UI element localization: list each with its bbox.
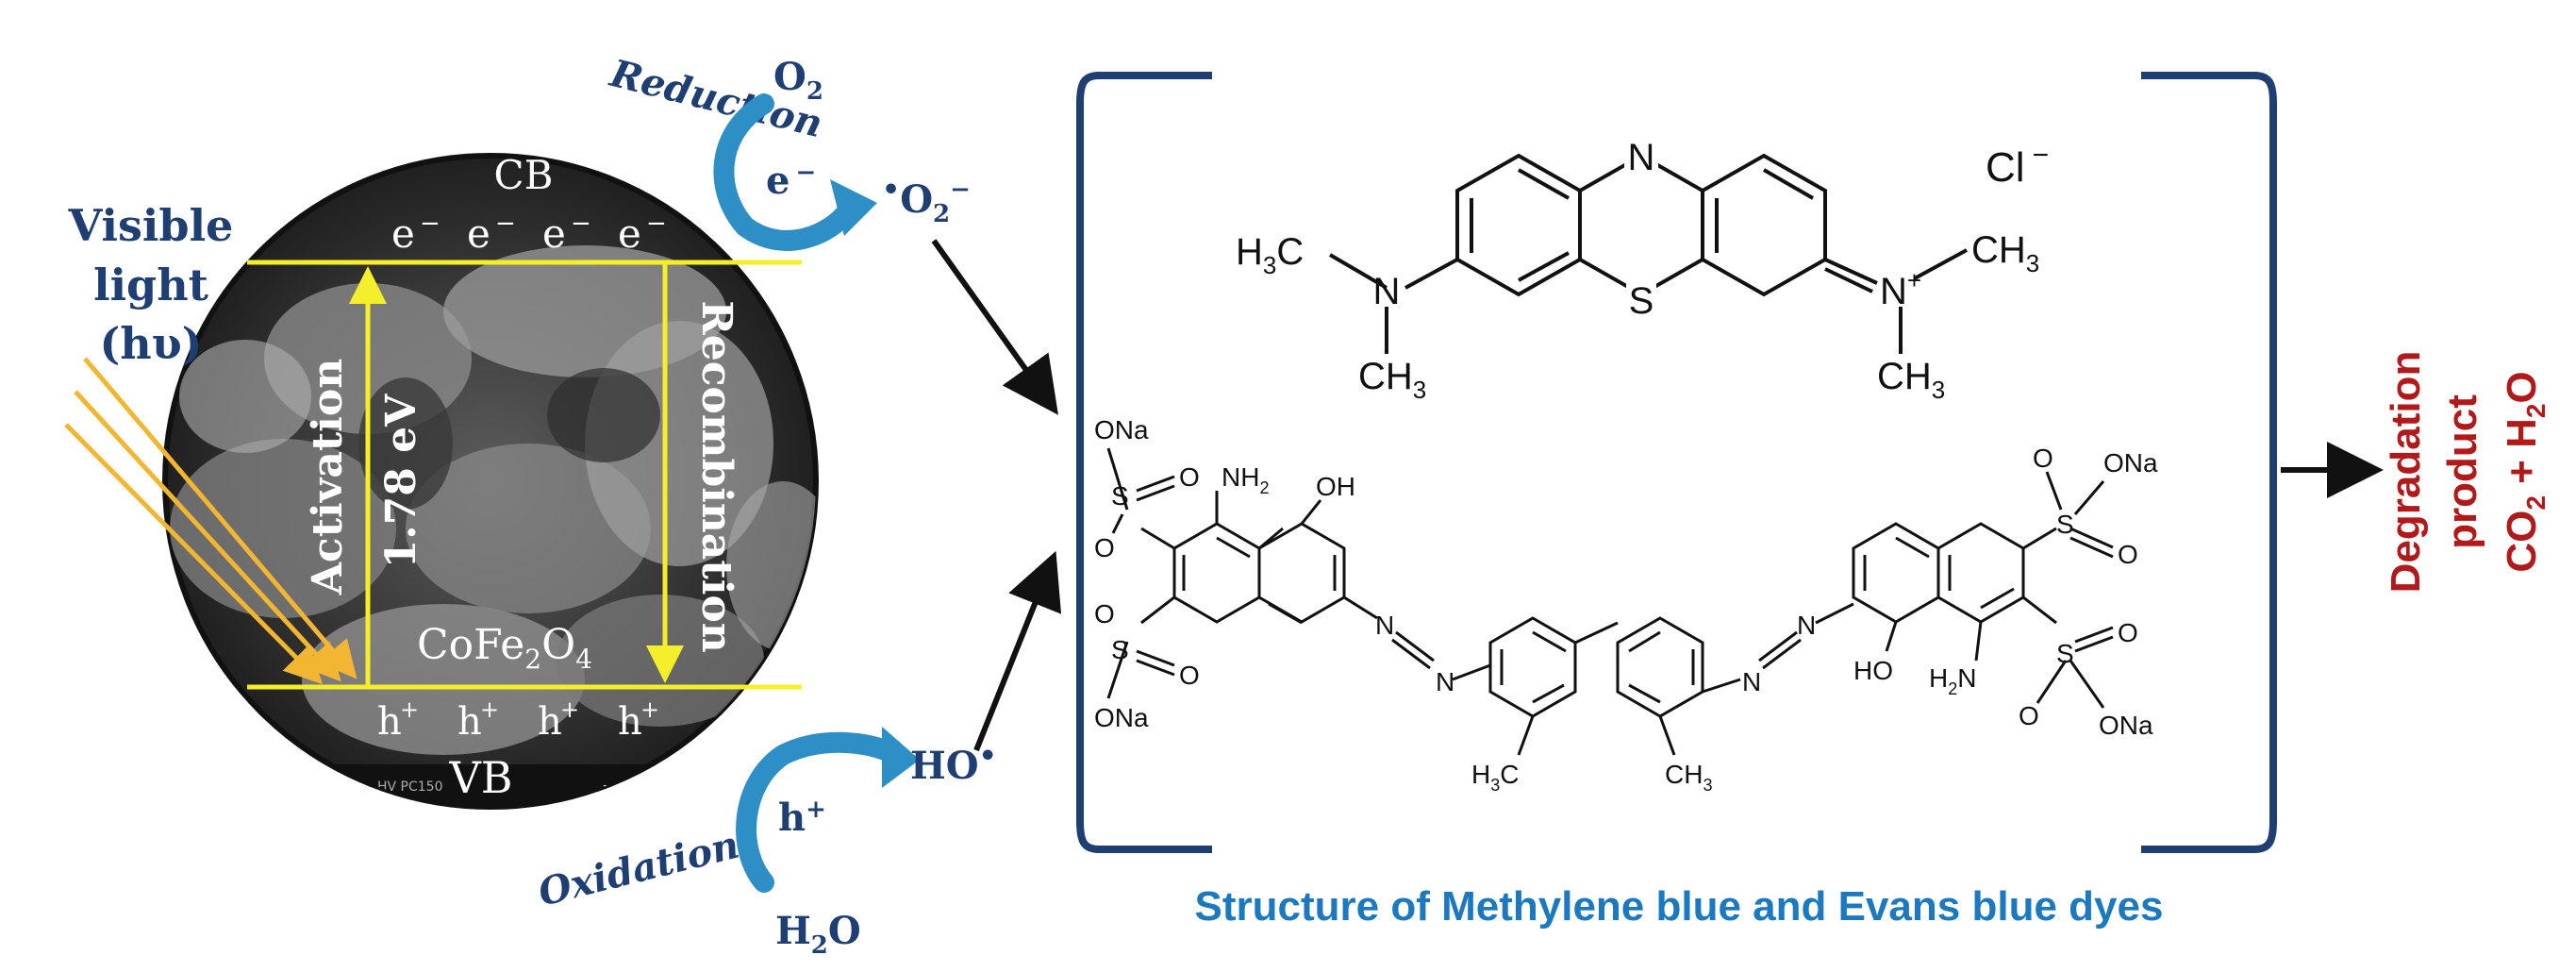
cb-label: CB <box>494 152 554 198</box>
electron-2: e <box>467 210 490 257</box>
eb-o-tr2: O <box>2118 540 2138 569</box>
mb-n-top: N <box>1628 137 1655 178</box>
mb-n-left: N <box>1373 271 1401 312</box>
oxygen-label: O2 <box>773 55 823 106</box>
visible-light-label: Visible light (hυ) <box>68 200 234 369</box>
svg-text:−: − <box>420 209 440 238</box>
band-gap-label: 1.78 eV <box>377 394 425 568</box>
eb-s-tr: S <box>2056 510 2074 539</box>
recombination-label: Recombination <box>692 300 740 653</box>
electron-4: e <box>618 210 641 257</box>
eb-o-tl: O <box>1179 462 1200 492</box>
light-label: light <box>93 260 209 310</box>
methylene-blue-atoms: N S N H3C CH3 N+ CH3 CH3 Cl− <box>1236 132 2049 404</box>
eb-ona-br: ONa <box>2099 711 2153 740</box>
cb-group: CB e − e − e − e − <box>391 152 667 257</box>
electron-out-label: e− <box>766 159 816 203</box>
hole-1: h <box>377 700 402 744</box>
eb-ona-bl: ONa <box>1094 703 1149 732</box>
evans-blue-atoms: ONa S O O NH2 OH O S O ONa N N H3C CH3 N… <box>1094 415 2158 795</box>
eb-ho: HO <box>1853 656 1893 685</box>
mb-n-right: N+ <box>1880 266 1921 312</box>
svg-text:−: − <box>646 209 667 238</box>
hv-label: (hυ) <box>100 318 203 369</box>
eb-ch3: CH3 <box>1665 760 1712 795</box>
eb-ona-tr: ONa <box>2103 448 2158 478</box>
methylene-blue-structure <box>1328 153 1968 354</box>
svg-text:+: + <box>640 696 659 723</box>
activation-label: Activation <box>304 359 352 595</box>
eb-n4: N <box>1797 611 1816 640</box>
degradation-line1: Degradation <box>2383 351 2429 594</box>
sem-footer-text: HV PC150 <box>377 779 443 795</box>
evans-blue-structure <box>1106 447 2114 756</box>
hole-3: h <box>538 700 562 744</box>
oxidation-arrow <box>736 727 920 893</box>
eb-o-bl2: O <box>1179 661 1200 690</box>
visible-label: Visible <box>68 200 234 251</box>
eb-s-bl: S <box>1111 635 1129 664</box>
eb-nh2: NH2 <box>1222 462 1269 497</box>
eb-n2: N <box>1436 667 1454 696</box>
hydroxyl-to-dye-arrow <box>973 550 1062 752</box>
mb-ch3-right-bottom: CH3 <box>1877 356 1945 404</box>
vb-label: VB <box>448 752 512 803</box>
eb-h3c: H3C <box>1471 760 1519 795</box>
eb-o-br: O <box>2118 618 2138 647</box>
sem-particles: HV PC150 <box>165 245 816 807</box>
eb-o-br2: O <box>2019 701 2039 730</box>
dye-structure-caption: Structure of Methylene blue and Evans bl… <box>1195 883 2164 930</box>
superoxide-to-dye-arrow <box>931 239 1058 415</box>
eb-n1: N <box>1375 611 1394 640</box>
svg-text:+: + <box>560 696 579 723</box>
mb-ch3-right-top: CH3 <box>1971 229 2039 277</box>
oxidation-label: Oxidation <box>534 823 743 915</box>
mb-ch3-left: CH3 <box>1358 356 1426 404</box>
eb-o-tl2: O <box>1094 533 1115 562</box>
hole-in-label: h+ <box>778 796 826 840</box>
svg-text:+: + <box>400 696 419 723</box>
eb-ona-tl: ONa <box>1094 415 1149 444</box>
electron-1: e <box>391 210 415 257</box>
svg-text:−: − <box>571 209 591 238</box>
electron-3: e <box>542 210 566 257</box>
band-diagram <box>247 260 802 690</box>
degradation-label: Degradation product CO2 + H2O <box>2383 351 2551 594</box>
material-label: CoFe2O4 <box>417 621 592 675</box>
svg-text:−: − <box>495 209 516 238</box>
vb-group: h + h + h + h + VB <box>377 696 659 803</box>
eb-h2n: H2N <box>1929 663 1976 698</box>
dye-bracket <box>1076 72 2277 853</box>
hole-2: h <box>457 700 482 744</box>
degradation-line2: product <box>2439 394 2485 549</box>
degradation-line3: CO2 + H2O <box>2499 371 2551 572</box>
eb-o-bl: O <box>1094 599 1115 628</box>
eb-s-br: S <box>2056 639 2074 668</box>
hydroxyl-label: HO• <box>910 740 997 788</box>
eb-n3: N <box>1742 667 1761 696</box>
chloride-ion: Cl− <box>1986 140 2049 191</box>
mb-s: S <box>1629 280 1654 322</box>
superoxide-label: •O2− <box>882 174 971 228</box>
svg-text:+: + <box>480 696 499 723</box>
eb-oh: OH <box>1316 472 1355 501</box>
hole-4: h <box>618 700 642 744</box>
mb-h3c: H3C <box>1236 231 1304 279</box>
eb-o-tr: O <box>2033 444 2053 473</box>
light-rays <box>64 357 357 685</box>
eb-s-tl: S <box>1111 481 1129 511</box>
reduction-arrow <box>713 93 877 251</box>
water-label: H2O <box>775 909 861 960</box>
